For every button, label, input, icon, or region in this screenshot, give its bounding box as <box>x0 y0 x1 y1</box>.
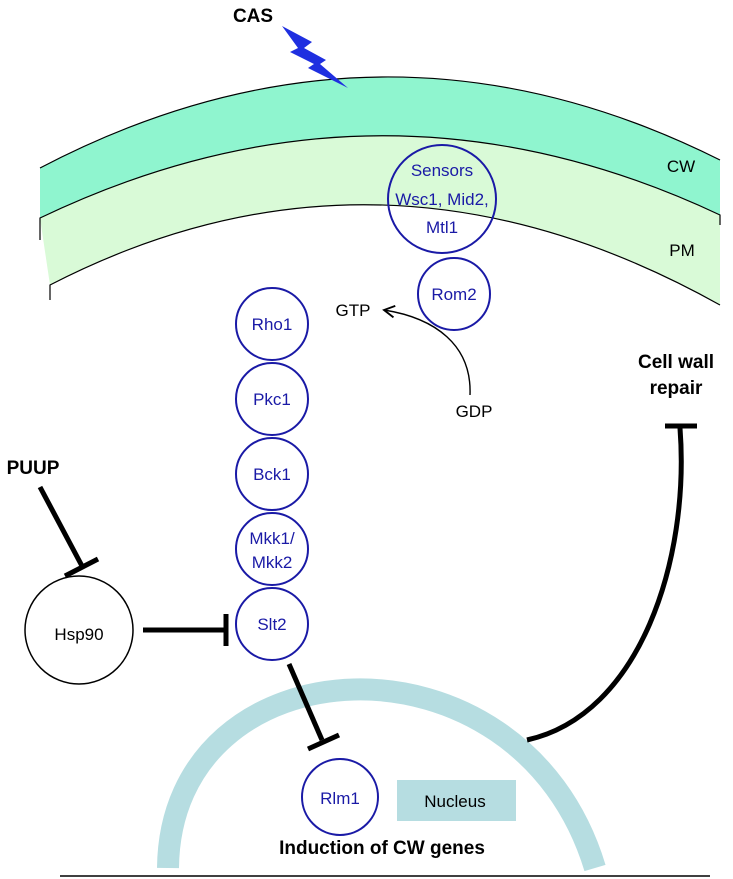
nucleus-envelope <box>157 678 606 872</box>
signal-label: CAS <box>233 6 273 27</box>
nucleus-repair-line <box>526 427 684 743</box>
rom2-node <box>417 257 491 331</box>
cell-wall-band <box>40 76 720 218</box>
hsp90-label: Hsp90 <box>54 625 103 644</box>
rho1-label: Rho1 <box>252 315 293 334</box>
cell-wall-inner-edge <box>39 135 721 240</box>
pkc1-node <box>235 362 309 436</box>
inhibitor-label: PUUP <box>7 458 60 479</box>
slt2-node <box>235 587 309 661</box>
induction-label: Induction of CW genes <box>279 838 485 859</box>
slt2-rlm1-bar <box>306 732 341 752</box>
rlm1-label: Rlm1 <box>320 789 360 808</box>
mkk-label-line-1: Mkk1/ <box>249 529 295 548</box>
slt2-label: Slt2 <box>257 615 286 634</box>
cell-wall-outline <box>39 76 721 169</box>
inhibitor-line <box>37 485 85 568</box>
hsp90-node <box>24 575 134 685</box>
slt2-rlm1-line <box>286 663 325 741</box>
nucleus-label: Nucleus <box>424 792 485 811</box>
pkc1-label: Pkc1 <box>253 390 291 409</box>
mkk-node <box>235 512 309 586</box>
bck1-label: Bck1 <box>253 465 291 484</box>
plasma-membrane-label: PM <box>669 241 695 260</box>
sensors-label-line-2: Wsc1, Mid2, <box>395 190 489 209</box>
sensors-label-line-1: Sensors <box>411 161 473 180</box>
rlm1-node <box>301 758 379 836</box>
mkk-label-line-2: Mkk2 <box>252 553 293 572</box>
outcome-label-line-2: repair <box>650 378 703 399</box>
gtp-label: GTP <box>336 301 371 320</box>
sensors-node <box>387 144 497 254</box>
bck1-node <box>235 437 309 511</box>
rho1-node <box>235 287 309 361</box>
plasma-membrane-inner-edge <box>49 204 721 306</box>
signal-bolt-icon <box>282 26 348 88</box>
sensors-label-line-3: Mtl1 <box>426 218 458 237</box>
nucleus-box <box>397 780 516 821</box>
inhibitor-bar <box>63 556 100 579</box>
gdp-to-gtp-arrow <box>382 304 471 396</box>
plasma-membrane-band <box>40 135 720 305</box>
gdp-label: GDP <box>456 402 493 421</box>
rom2-label: Rom2 <box>431 285 476 304</box>
cell-wall-label: CW <box>667 157 695 176</box>
outcome-label-line-1: Cell wall <box>638 352 714 373</box>
